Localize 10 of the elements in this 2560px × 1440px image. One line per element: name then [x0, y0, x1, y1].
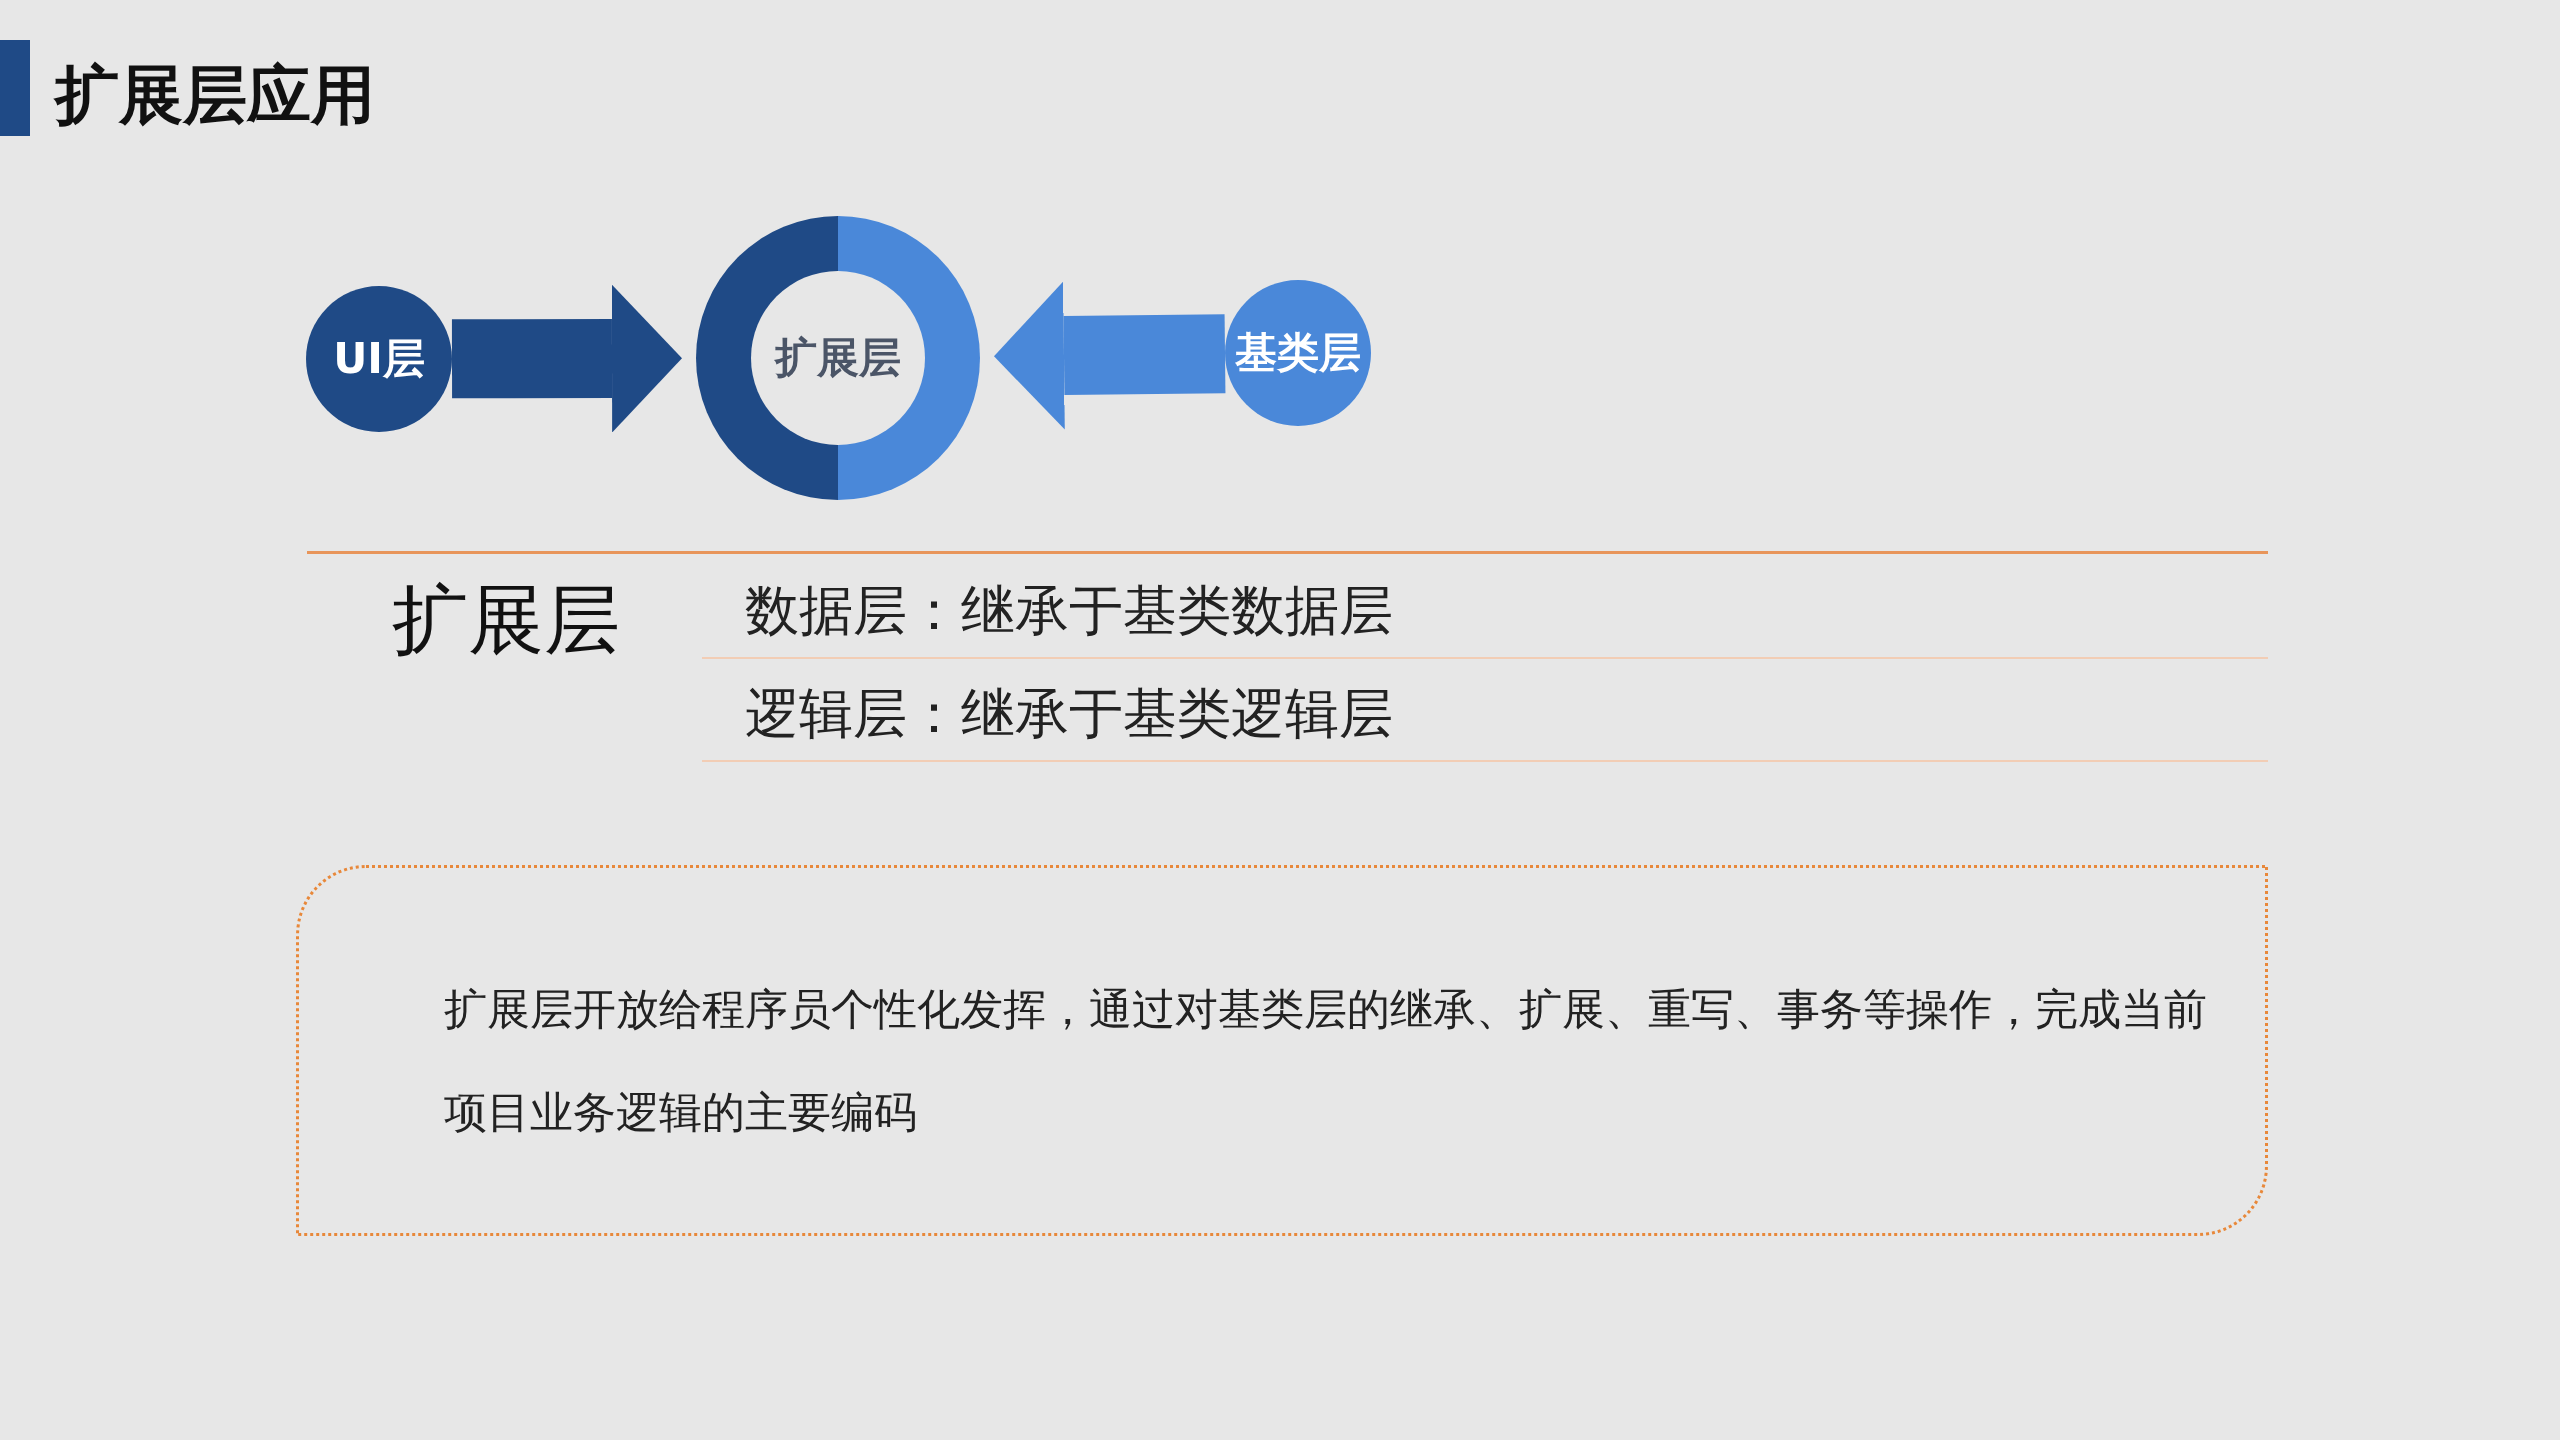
- list-item: 数据层：继承于基类数据层: [745, 578, 1393, 644]
- layer-circle: 基类层: [1225, 280, 1371, 426]
- ring-node: 扩展层: [696, 216, 980, 500]
- section-heading: 扩展层: [392, 574, 620, 666]
- list-item: 逻辑层：继承于基类逻辑层: [745, 681, 1393, 747]
- note-box: 扩展层开放给程序员个性化发挥，通过对基类层的继承、扩展、重写、事务等操作，完成当前项目业务逻辑的主要编码: [296, 865, 2268, 1236]
- layer-circle: UI层: [306, 286, 452, 432]
- arrow: [994, 281, 1226, 430]
- arrow: [451, 284, 682, 433]
- slide-title: 扩展层应用: [55, 57, 375, 134]
